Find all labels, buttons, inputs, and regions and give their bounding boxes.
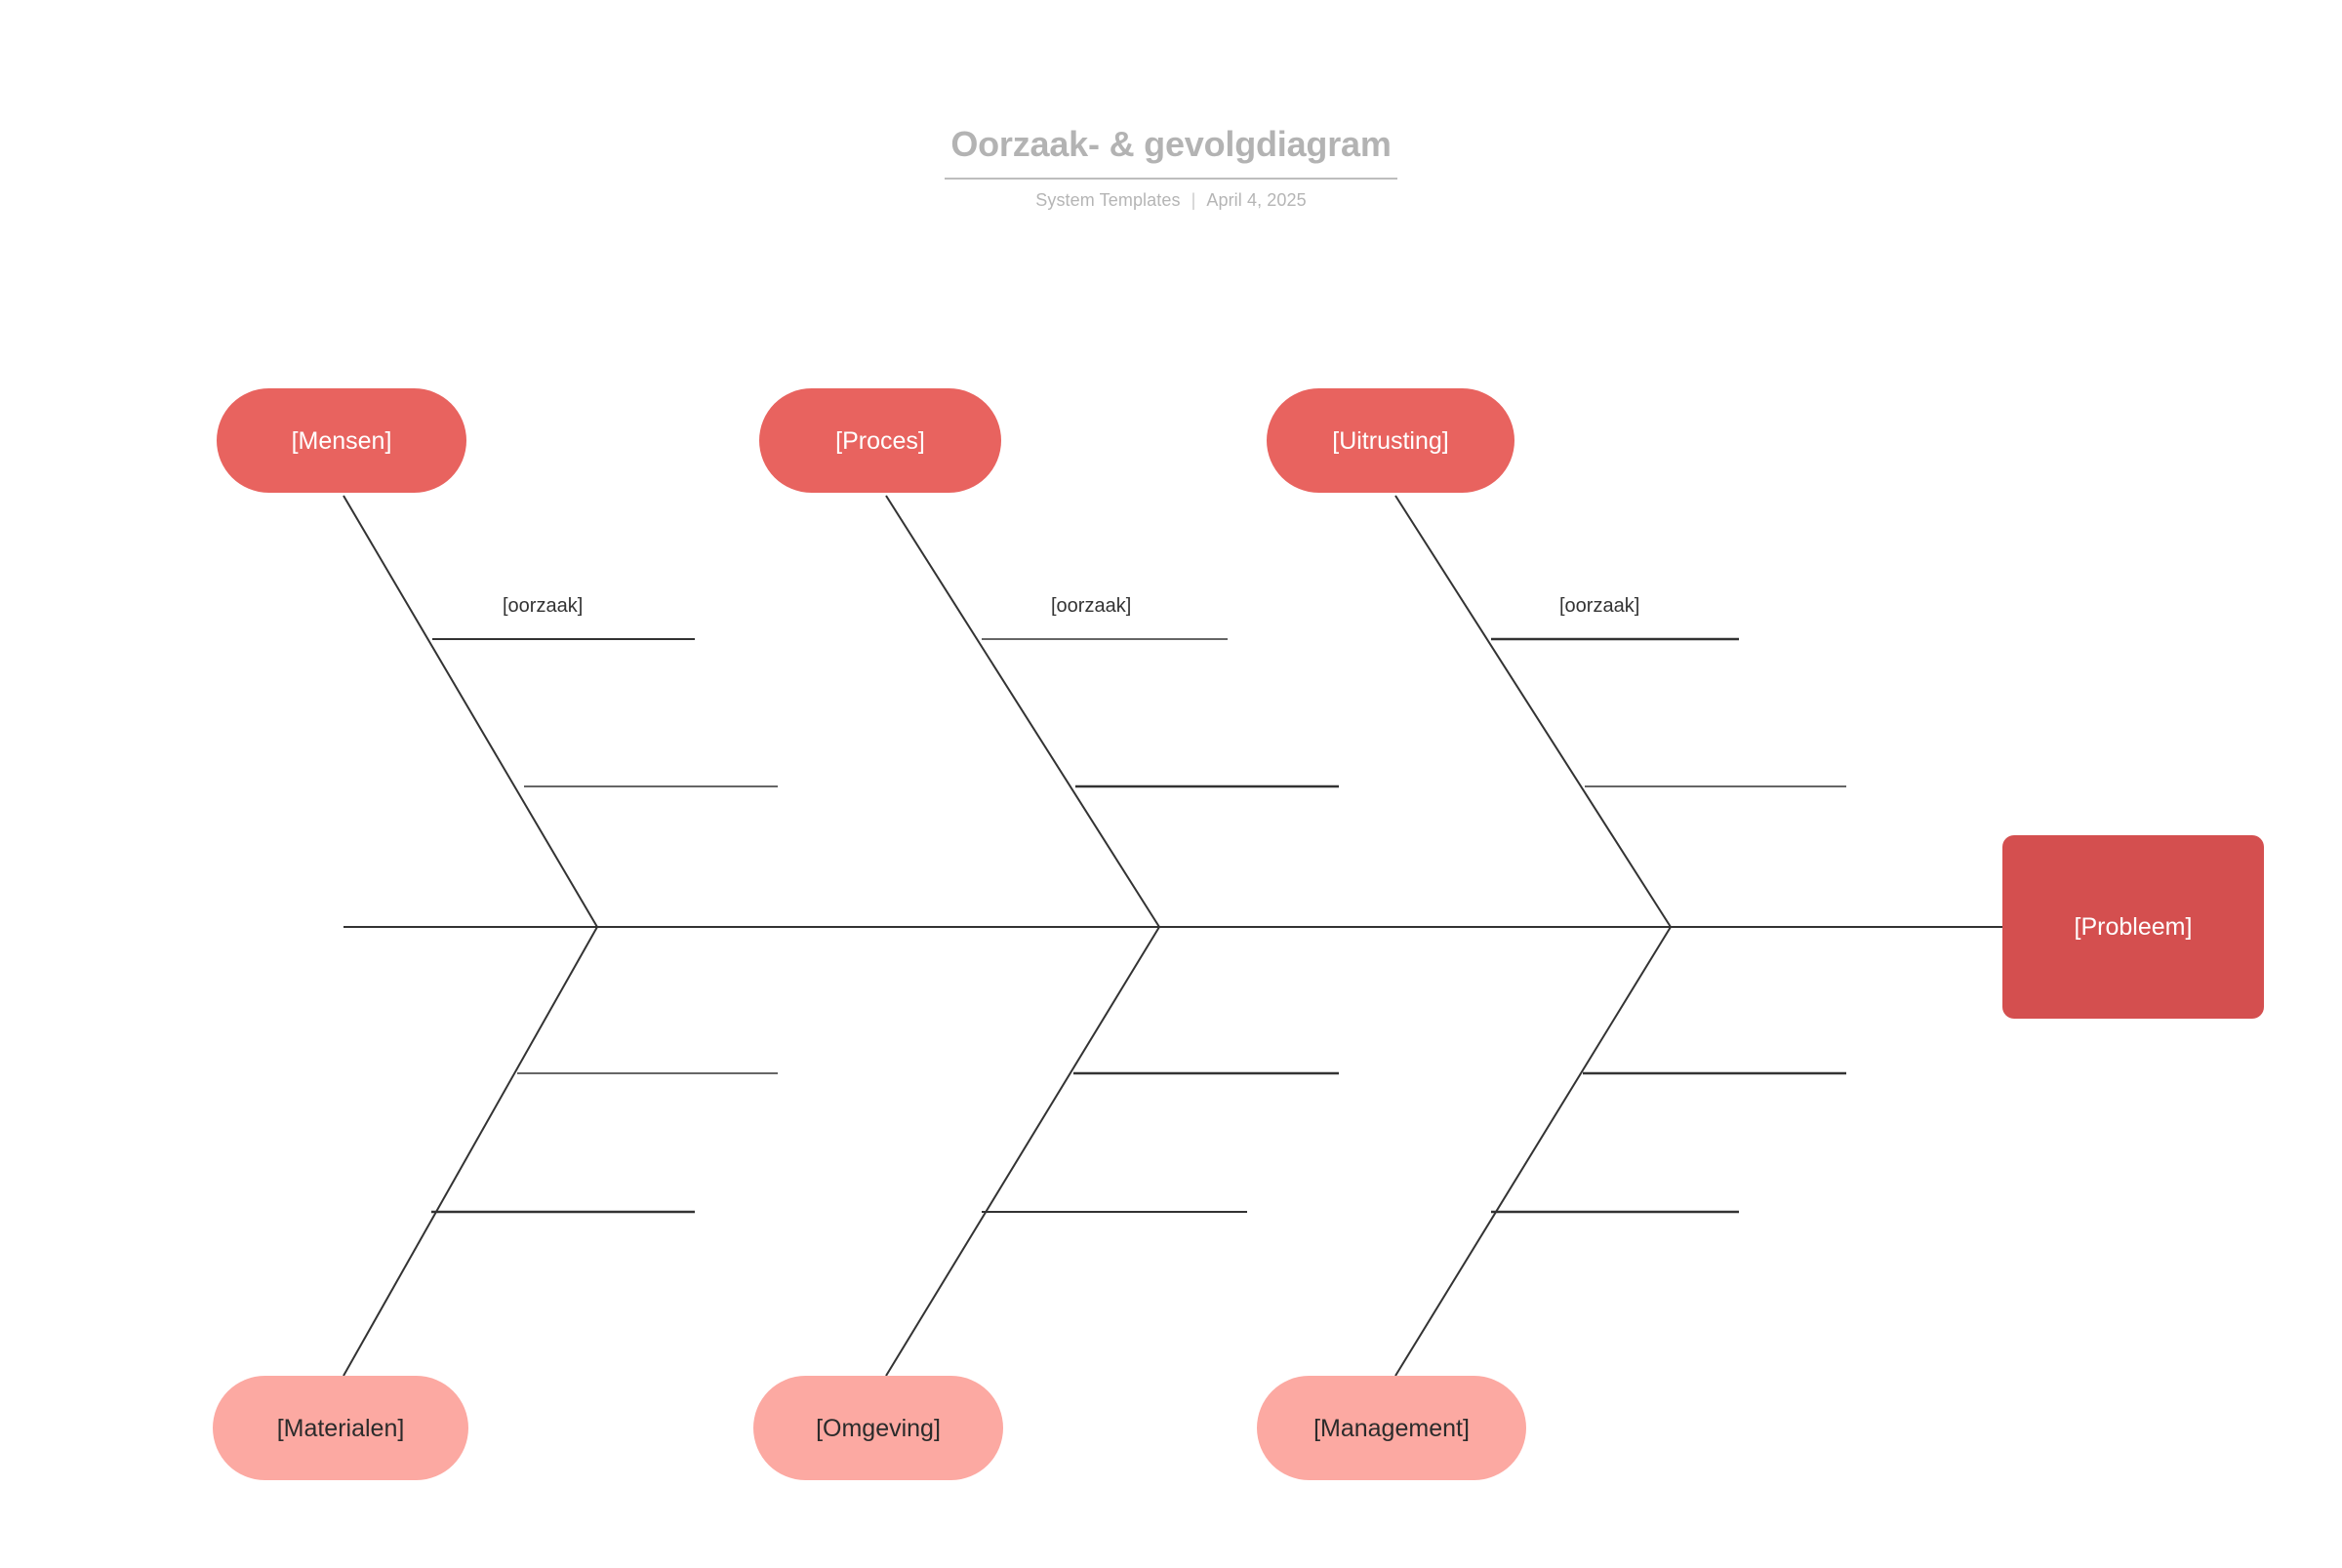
group-1-top-diagonal — [343, 495, 598, 928]
cause-label-group-2[interactable]: [oorzaak] — [1051, 595, 1132, 617]
group-2-bottom-diagonal — [885, 926, 1160, 1377]
group-1-bottom-diagonal — [343, 926, 598, 1377]
category-node-mensen[interactable]: [Mensen] — [217, 388, 466, 493]
category-node-mensen-label: [Mensen] — [291, 426, 392, 455]
category-node-proces[interactable]: [Proces] — [759, 388, 1001, 493]
meta-separator: | — [1191, 189, 1196, 210]
document-author: System Templates — [1035, 189, 1181, 210]
category-node-uitrusting[interactable]: [Uitrusting] — [1267, 388, 1514, 493]
category-node-materialen[interactable]: [Materialen] — [213, 1376, 468, 1480]
category-node-uitrusting-label: [Uitrusting] — [1332, 426, 1449, 455]
category-node-proces-label: [Proces] — [835, 426, 925, 455]
document-meta: System Templates | April 4, 2025 — [0, 190, 2342, 211]
document-date: April 4, 2025 — [1206, 189, 1307, 210]
group-3-bottom-diagonal — [1394, 926, 1672, 1377]
category-node-omgeving[interactable]: [Omgeving] — [753, 1376, 1003, 1480]
category-node-omgeving-label: [Omgeving] — [816, 1414, 941, 1442]
effect-node-probleem-label: [Probleem] — [2074, 913, 2193, 941]
group-2-top-diagonal — [885, 495, 1160, 928]
cause-label-group-1[interactable]: [oorzaak] — [503, 595, 584, 617]
document-header: Oorzaak- & gevolgdiagram System Template… — [0, 125, 2342, 211]
cause-label-group-3[interactable]: [oorzaak] — [1559, 595, 1640, 617]
category-node-management[interactable]: [Management] — [1257, 1376, 1526, 1480]
group-3-top-diagonal — [1394, 495, 1672, 928]
category-node-materialen-label: [Materialen] — [276, 1414, 405, 1442]
page-title: Oorzaak- & gevolgdiagram — [945, 125, 1397, 180]
effect-node-probleem[interactable]: [Probleem] — [2002, 835, 2264, 1019]
category-node-management-label: [Management] — [1313, 1414, 1470, 1442]
